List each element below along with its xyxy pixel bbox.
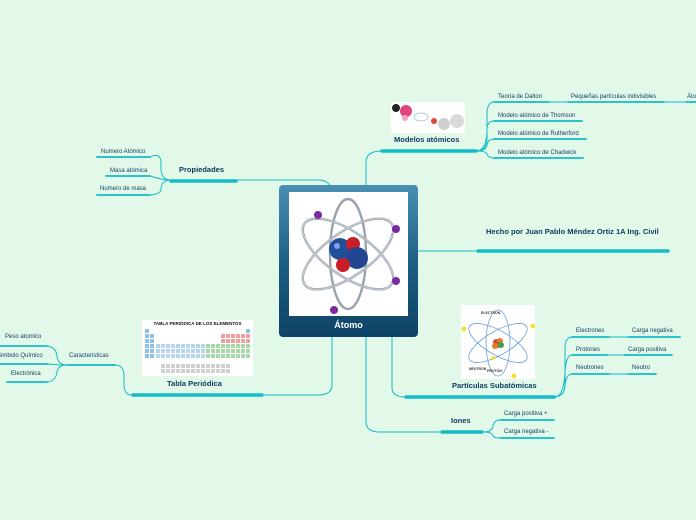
connector-caracteristicas bbox=[114, 364, 133, 396]
topic-propiedades[interactable]: Propiedades bbox=[179, 165, 225, 174]
subtopic-numero-masa[interactable]: Numero de masa bbox=[100, 186, 147, 192]
atom-model-icon bbox=[289, 192, 408, 316]
subtopic-carga-positiva[interactable]: Carga positiva bbox=[628, 347, 667, 353]
connector-carga-neg-ion bbox=[483, 431, 501, 439]
atomic-models-icon bbox=[391, 102, 465, 133]
subtopic-thomson[interactable]: Modelo atómico de Thomson bbox=[498, 113, 576, 119]
connector-peso bbox=[46, 345, 68, 366]
subtopic-electronica[interactable]: Electrónica bbox=[11, 371, 41, 377]
subtopic-carga-positiva-ion[interactable]: Carga positiva + bbox=[504, 411, 548, 417]
particle-label-electron: ELECTRON bbox=[481, 311, 501, 315]
subtopic-carga-negativa[interactable]: Carga negativa bbox=[632, 328, 673, 334]
connector-thomson bbox=[475, 120, 495, 152]
connector-chadwick bbox=[475, 150, 495, 159]
subtopic-neutrones[interactable]: Neutrones bbox=[576, 365, 604, 371]
periodic-table-caption: TABLA PERIÓDICA DE LOS ELEMENTOS bbox=[153, 321, 242, 326]
subtopic-neutro[interactable]: Neutro bbox=[632, 365, 651, 371]
author-credit[interactable]: Hecho por Juan Pablo Méndez Ortiz 1A Ing… bbox=[486, 227, 659, 236]
connector-electronica bbox=[46, 364, 68, 383]
particle-label-proton: PROTON bbox=[487, 369, 502, 373]
connector-numero-masa bbox=[149, 179, 172, 196]
topic-tabla-periodica[interactable]: Tabla Periódica bbox=[167, 379, 222, 388]
subtopic-masa-atomica[interactable]: Masa atómica bbox=[110, 168, 148, 174]
subtopic-caracteristicas[interactable]: Caracteristicas bbox=[69, 353, 109, 359]
connector-masa-atomica bbox=[149, 175, 172, 181]
subtopic-carga-negativa-ion[interactable]: Carga negativa - bbox=[504, 429, 549, 435]
connector-particulas bbox=[391, 337, 407, 398]
connector-rutherford bbox=[475, 138, 495, 152]
central-title: Átomo bbox=[334, 320, 363, 330]
topic-iones[interactable]: Iones bbox=[451, 416, 471, 425]
connector-modelos bbox=[365, 150, 383, 185]
subtopic-simbolo-quimico[interactable]: Simbolo Químico bbox=[0, 353, 43, 359]
subtopic-rutherford[interactable]: Modelo atómico de Rutherford bbox=[498, 131, 579, 137]
connector-numero-atomico bbox=[149, 154, 172, 181]
subtopic-ato[interactable]: Áto bbox=[687, 94, 696, 100]
subtopic-numero-atomico[interactable]: Numero Atómico bbox=[101, 149, 146, 155]
subtopic-peso-atomico[interactable]: Peso atomico bbox=[5, 334, 42, 340]
connector-tabla bbox=[264, 337, 333, 396]
subtopic-chadwick[interactable]: Modelo atómico de Chadwick bbox=[498, 150, 577, 156]
connector-carga-pos-ion bbox=[483, 419, 501, 433]
subtopic-dalton[interactable]: Teoría de Dalton bbox=[498, 94, 543, 100]
periodic-table-icon: TABLA PERIÓDICA DE LOS ELEMENTOS bbox=[142, 320, 253, 376]
connector-neutrones bbox=[553, 373, 573, 398]
connector-iones bbox=[365, 337, 440, 433]
subtopic-electrones[interactable]: Electrones bbox=[576, 328, 605, 334]
topic-particulas-subatomicas[interactable]: Partículas Subatómicas bbox=[452, 381, 537, 390]
subatomic-particles-icon: ELECTRON NEUTRON PROTON bbox=[461, 305, 536, 379]
topic-modelos-atomicos[interactable]: Modelos atómicos bbox=[394, 135, 460, 144]
particle-label-neutron: NEUTRON bbox=[469, 367, 487, 371]
central-topic[interactable]: Átomo bbox=[279, 185, 418, 337]
subtopic-pequenas-particulas[interactable]: Pequeñas partículas indivisibles bbox=[571, 94, 657, 100]
connector-protones bbox=[553, 354, 573, 398]
subtopic-protones[interactable]: Protones bbox=[576, 347, 601, 353]
